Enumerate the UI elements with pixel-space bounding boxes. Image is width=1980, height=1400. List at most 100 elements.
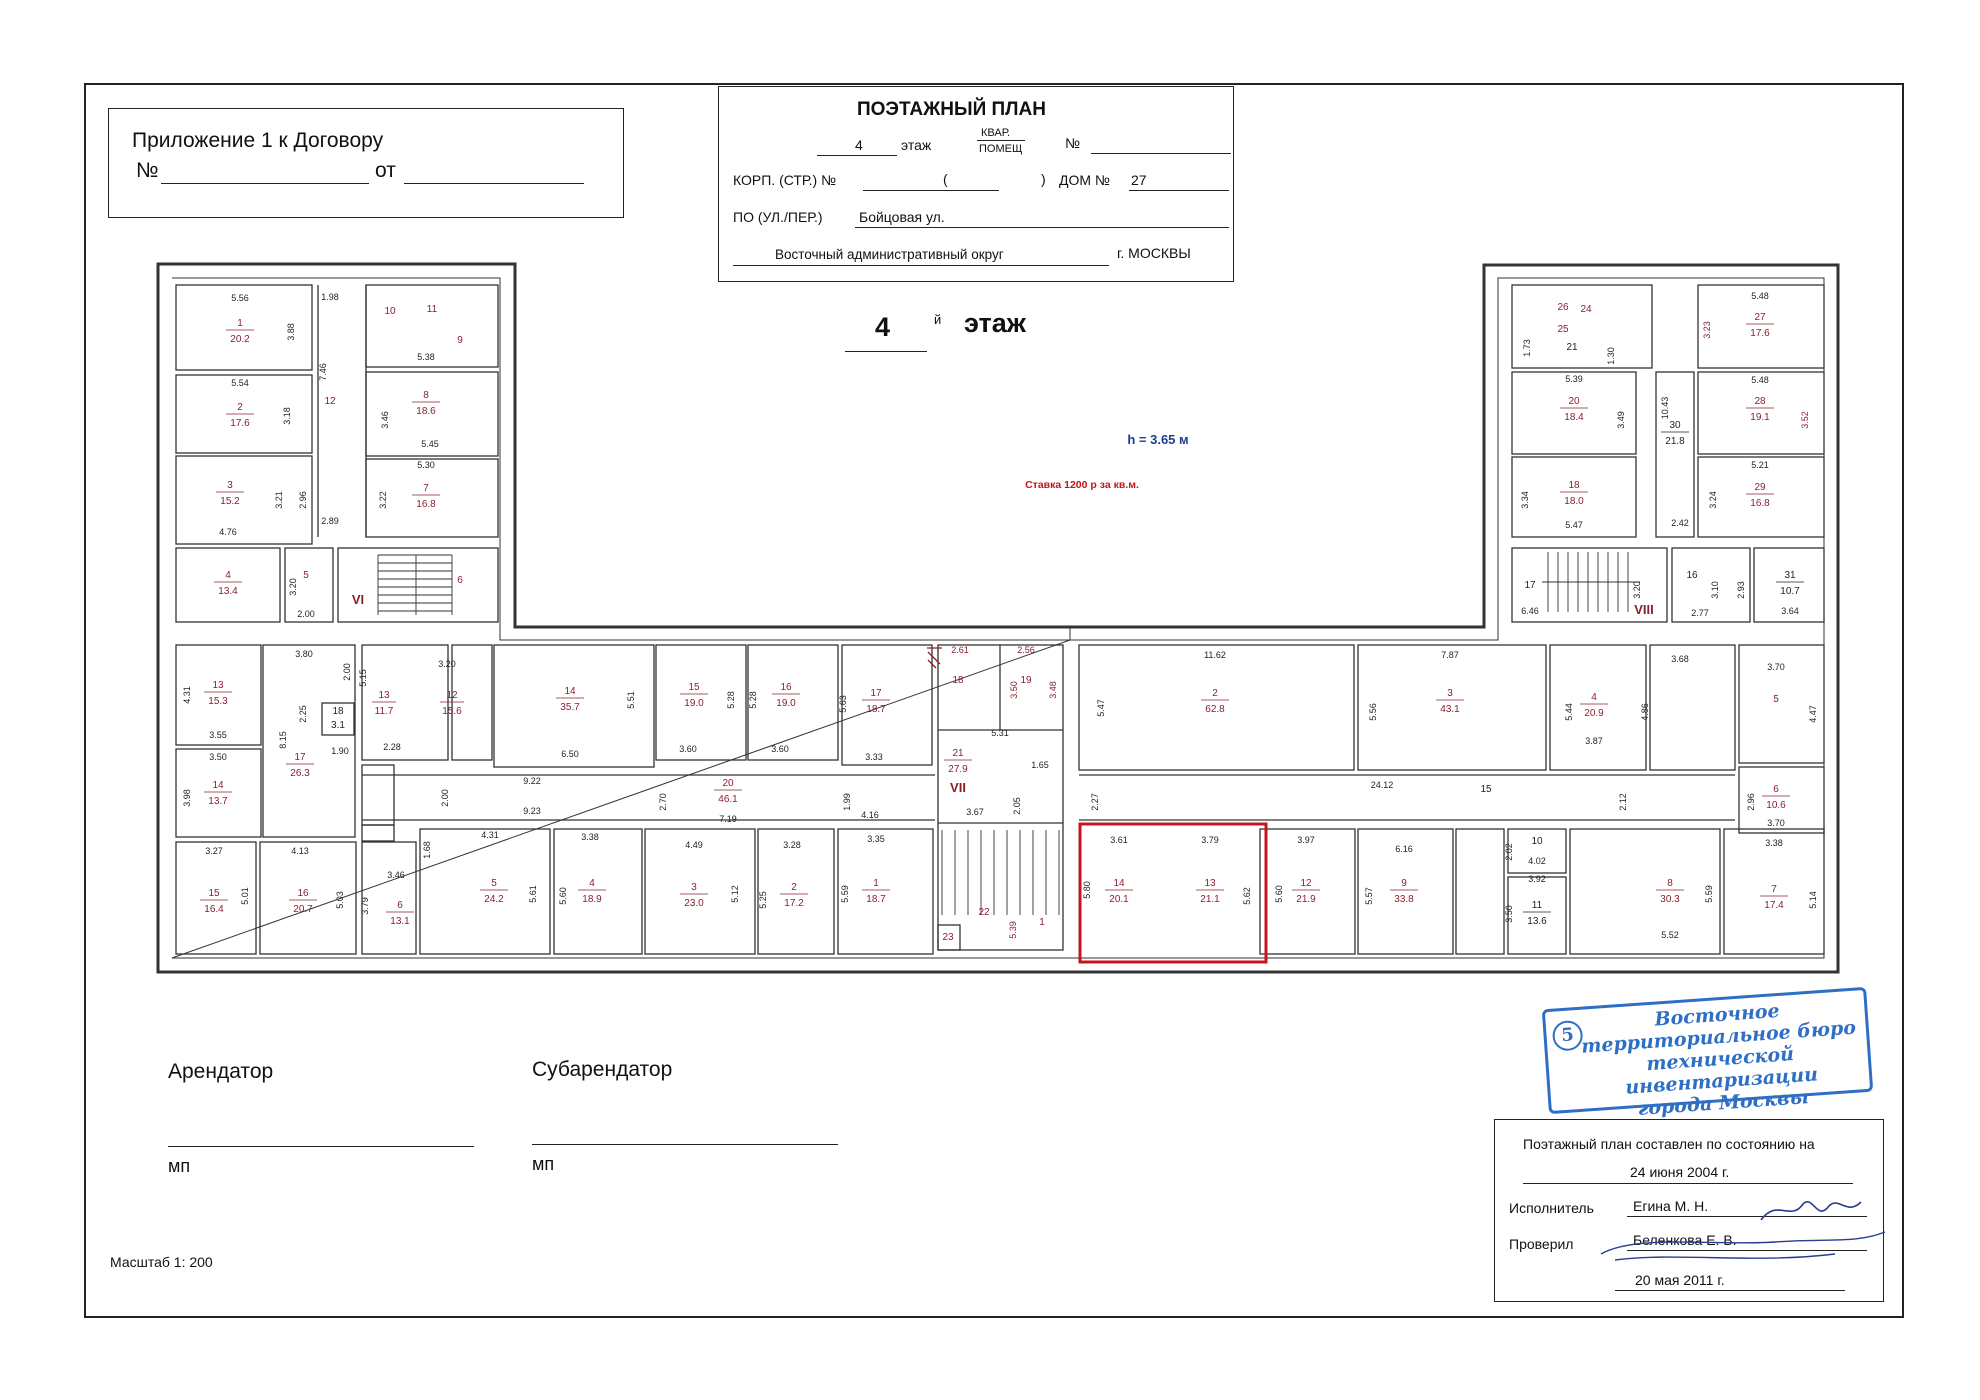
svg-text:3.23: 3.23 — [1702, 321, 1712, 339]
appendix-title: Приложение 1 к Договору — [132, 129, 384, 152]
svg-text:17.4: 17.4 — [1764, 900, 1784, 911]
svg-text:20: 20 — [722, 778, 734, 789]
svg-text:5.61: 5.61 — [528, 885, 538, 903]
svg-text:15: 15 — [1480, 784, 1492, 795]
svg-text:2.77: 2.77 — [1691, 608, 1709, 618]
svg-text:5.03: 5.03 — [335, 891, 345, 909]
svg-text:14: 14 — [564, 686, 576, 697]
executor-label: Исполнитель — [1509, 1200, 1594, 1216]
checked-name: Беленкова Е. В. — [1633, 1232, 1737, 1248]
svg-text:17.2: 17.2 — [784, 898, 804, 909]
svg-text:2.12: 2.12 — [1618, 793, 1628, 811]
svg-text:16.4: 16.4 — [204, 904, 224, 915]
dom-line — [1129, 190, 1229, 191]
svg-text:27.9: 27.9 — [948, 764, 968, 775]
korp-paren-open: ( — [943, 171, 948, 187]
svg-text:16.8: 16.8 — [416, 499, 436, 510]
svg-text:3.80: 3.80 — [295, 649, 313, 659]
svg-text:3.10: 3.10 — [1710, 581, 1720, 599]
svg-text:18: 18 — [1568, 480, 1580, 491]
svg-text:1: 1 — [873, 878, 879, 889]
tenant-mp: мп — [168, 1156, 191, 1176]
svg-text:5.51: 5.51 — [626, 691, 636, 709]
appendix-number-line — [161, 183, 369, 184]
svg-text:5.59: 5.59 — [840, 885, 850, 903]
svg-text:23.0: 23.0 — [684, 898, 704, 909]
ceiling-height: h = 3.65 м — [1127, 432, 1188, 447]
svg-text:3: 3 — [691, 882, 697, 893]
svg-text:4.16: 4.16 — [861, 810, 879, 820]
svg-text:19: 19 — [1020, 675, 1032, 686]
cert-line-1: Поэтажный план составлен по состоянию на — [1523, 1136, 1815, 1152]
stair-vii — [941, 830, 1060, 915]
svg-text:5.47: 5.47 — [1565, 520, 1583, 530]
svg-text:30: 30 — [1669, 420, 1681, 431]
svg-text:9: 9 — [457, 335, 463, 346]
svg-text:1: 1 — [237, 318, 243, 329]
svg-text:6: 6 — [1773, 784, 1779, 795]
svg-text:26.3: 26.3 — [290, 768, 310, 779]
svg-text:2.02: 2.02 — [1504, 843, 1514, 861]
svg-text:5: 5 — [303, 570, 309, 581]
svg-text:3.79: 3.79 — [1201, 835, 1219, 845]
svg-text:5.48: 5.48 — [1751, 375, 1769, 385]
svg-text:7: 7 — [423, 483, 429, 494]
svg-text:43.1: 43.1 — [1440, 704, 1460, 715]
svg-text:5.44: 5.44 — [1564, 703, 1574, 721]
tenant-label: Арендатор — [168, 1060, 274, 1083]
svg-text:19.0: 19.0 — [776, 698, 796, 709]
svg-text:2.27: 2.27 — [1090, 793, 1100, 811]
svg-text:16: 16 — [780, 682, 792, 693]
svg-text:5.54: 5.54 — [231, 378, 249, 388]
svg-text:3.28: 3.28 — [783, 840, 801, 850]
svg-text:2.00: 2.00 — [342, 663, 352, 681]
svg-text:26: 26 — [1557, 302, 1569, 313]
svg-text:3: 3 — [1447, 688, 1453, 699]
subtenant-signature-line — [532, 1144, 838, 1145]
cert-date-2: 20 мая 2011 г. — [1635, 1272, 1725, 1288]
svg-text:3.1: 3.1 — [331, 720, 345, 731]
svg-text:3.87: 3.87 — [1585, 736, 1603, 746]
korp-paren-close: ) — [1041, 171, 1046, 187]
floor-value-line — [817, 155, 897, 156]
svg-text:5.25: 5.25 — [758, 891, 768, 909]
svg-text:4: 4 — [225, 570, 231, 581]
svg-text:19.1: 19.1 — [1750, 412, 1770, 423]
appendix-box: Приложение 1 к Договору № от — [108, 108, 624, 218]
svg-text:1.68: 1.68 — [422, 841, 432, 859]
svg-text:62.8: 62.8 — [1205, 704, 1225, 715]
big-floor-suffix: й — [934, 312, 942, 327]
svg-text:5.45: 5.45 — [421, 439, 439, 449]
svg-text:13.4: 13.4 — [218, 586, 238, 597]
svg-text:3.20: 3.20 — [288, 578, 298, 596]
svg-text:1.98: 1.98 — [321, 292, 339, 302]
dom-label: ДОМ № — [1059, 172, 1110, 188]
svg-text:16: 16 — [1686, 570, 1698, 581]
drawing-frame — [84, 83, 1904, 1318]
header-title: ПОЭТАЖНЫЙ ПЛАН — [857, 99, 1046, 120]
svg-text:3.24: 3.24 — [1708, 491, 1718, 509]
svg-text:9: 9 — [1401, 878, 1407, 889]
svg-text:18.7: 18.7 — [866, 704, 886, 715]
svg-text:33.8: 33.8 — [1394, 894, 1414, 905]
svg-text:28: 28 — [1754, 396, 1766, 407]
svg-text:3.38: 3.38 — [1765, 838, 1783, 848]
highlighted-rooms — [1078, 822, 1268, 964]
svg-text:5.28: 5.28 — [748, 691, 758, 709]
svg-text:15: 15 — [688, 682, 700, 693]
svg-text:4.02: 4.02 — [1528, 856, 1546, 866]
subtenant-label: Субарендатор — [532, 1058, 673, 1081]
svg-text:1: 1 — [1039, 917, 1045, 928]
svg-text:6: 6 — [397, 900, 403, 911]
svg-text:16.8: 16.8 — [1750, 498, 1770, 509]
cert-date-1-line — [1523, 1183, 1853, 1184]
svg-text:1.30: 1.30 — [1606, 347, 1616, 365]
svg-text:6.50: 6.50 — [561, 749, 579, 759]
svg-text:5.56: 5.56 — [1368, 703, 1378, 721]
svg-text:9.23: 9.23 — [523, 806, 541, 816]
svg-text:3.70: 3.70 — [1767, 818, 1785, 828]
checked-line — [1627, 1250, 1867, 1251]
svg-text:5.39: 5.39 — [1008, 921, 1018, 939]
svg-text:7.19: 7.19 — [719, 814, 737, 824]
